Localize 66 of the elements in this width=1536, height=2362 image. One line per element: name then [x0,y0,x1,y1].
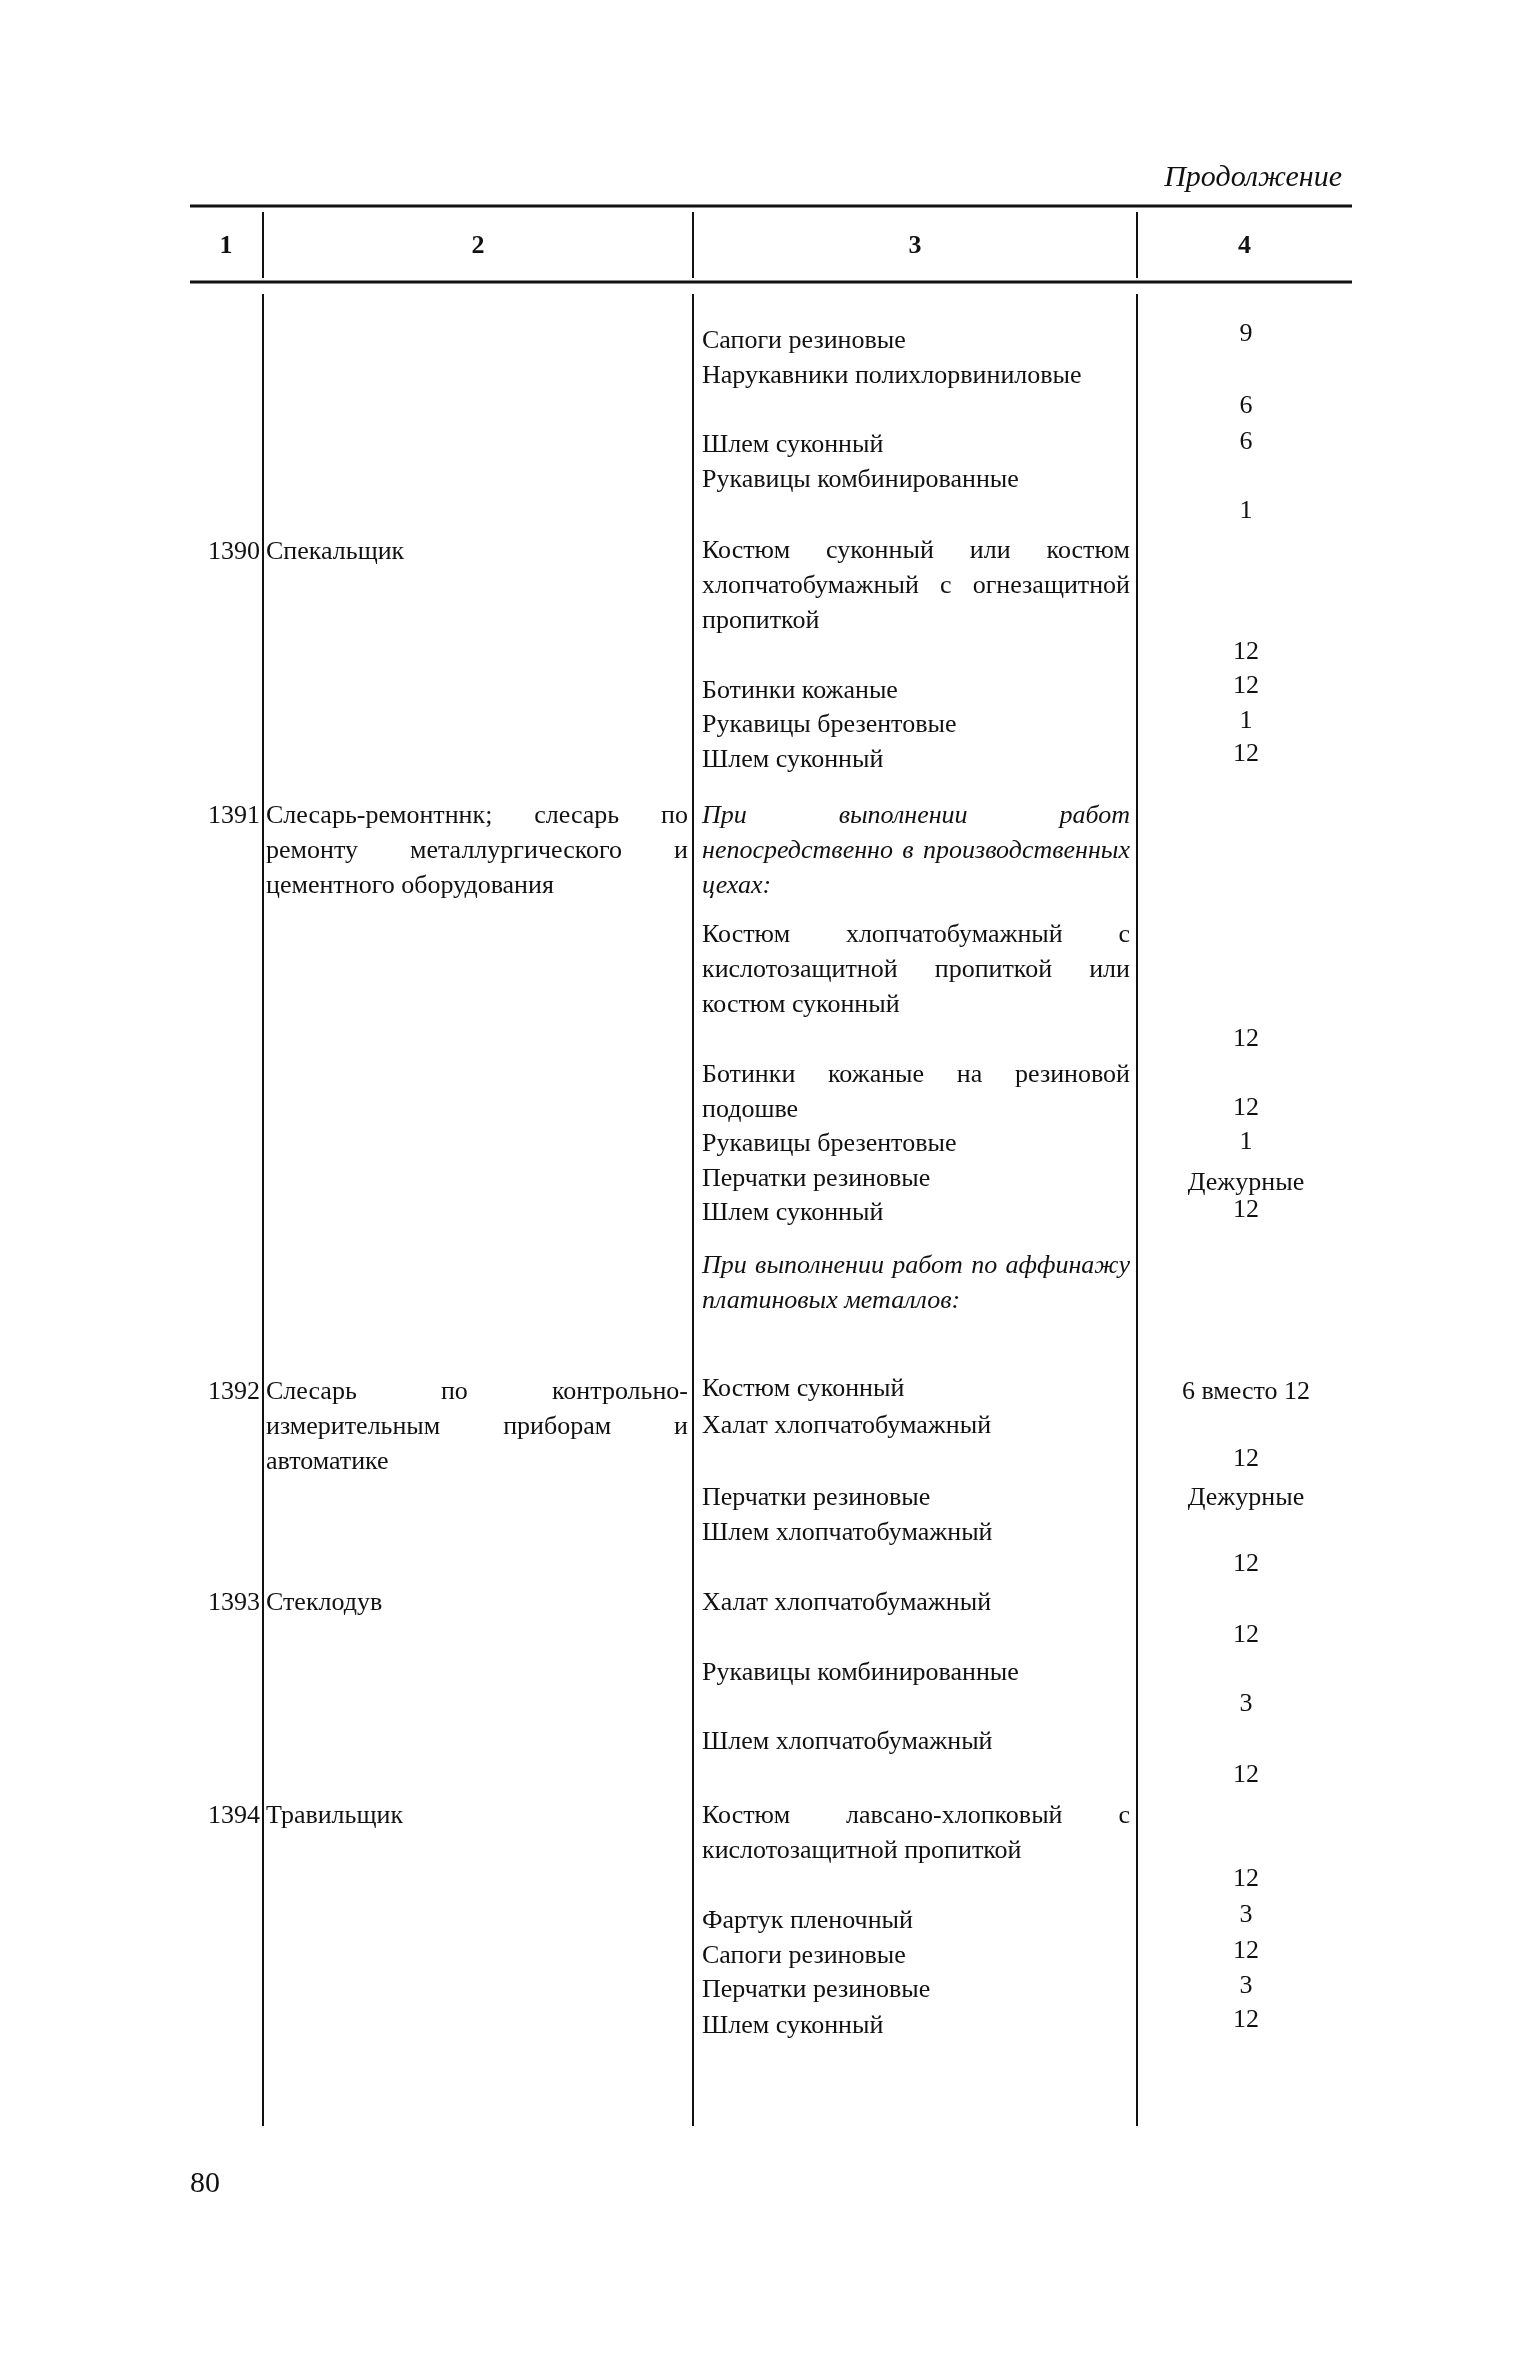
item-name: Шлем суконный [702,743,885,775]
row-number: 1393 [207,1586,260,1618]
item-name: Рукавицы брезентовые [702,1127,958,1159]
page-number: 80 [190,2164,220,2199]
wear-period: 3 [1238,1898,1254,1930]
job-title: Слесарь по контрольно-измерительным приборам и автоматике [266,1375,688,1477]
wear-period: 6 [1238,425,1254,457]
item-name: Перчатки резиновые [702,1162,932,1194]
wear-period: 12 [1232,1618,1260,1650]
column-header: 1 [218,229,234,261]
item-name: Рукавицы комбинированные [702,1656,1020,1688]
item-name: Перчатки резиновые [702,1481,932,1513]
item-name: Сапоги резиновые [702,1939,907,1971]
wear-period: 9 [1238,317,1254,349]
row-number: 1391 [207,799,260,831]
item-name: Костюм хлопчатобумажный с кислотозащитной пропиткой или костюм суконный [702,918,1130,1020]
wear-period: 12 [1232,669,1260,701]
wear-period: 12 [1232,1442,1260,1474]
wear-period: 3 [1238,1687,1254,1719]
item-name: Шлем суконный [702,1196,885,1228]
item-name: Шлем хлопчатобумажный [702,1516,994,1548]
job-title: Стеклодув [266,1586,384,1618]
wear-period: 1 [1238,494,1254,526]
item-name: Нарукавники полихлорвиниловые [702,359,1083,391]
wear-period: 12 [1232,1091,1260,1123]
item-name: Халат хлопчатобумажный [702,1409,993,1441]
wear-period: 12 [1232,635,1260,667]
item-name: Шлем суконный [702,2009,885,2041]
item-name: Халат хлопчатобумажный [702,1586,993,1618]
column-header: 3 [907,229,923,261]
row-number: 1390 [207,535,260,567]
item-name: Костюм суконный [702,1372,906,1404]
item-name: Шлем хлопчатобумажный [702,1725,994,1757]
job-title: Слесарь-ремонтннк; слесарь по ремонту металлургического и цементного оборудования [266,799,688,901]
wear-period: 12 [1232,2003,1260,2035]
item-name: Костюм суконный или костюм хлопчатобумажный с огнезащитной пропиткой [702,534,1130,636]
wear-period: 6 вместо 12 [1180,1375,1311,1407]
job-title: Травильщик [266,1799,405,1831]
wear-period: 12 [1232,1022,1260,1054]
wear-period: 1 [1238,1125,1254,1157]
item-name: Рукавицы брезентовые [702,708,958,740]
item-name: Рукавицы комбинированные [702,463,1020,495]
column-header: 2 [470,229,486,261]
wear-period: 1 [1238,704,1254,736]
item-name: Ботинки кожаные на резиновой подошве [702,1058,1130,1125]
wear-period: 12 [1232,1547,1260,1579]
wear-period: 12 [1232,737,1260,769]
job-title: Спекальщик [266,535,406,567]
item-name: Фартук пленочный [702,1904,914,1936]
item-name: Шлем суконный [702,428,885,460]
wear-period: 3 [1238,1969,1254,2001]
wear-period: 12 [1232,1934,1260,1966]
section-note: При выполнении работ непосредственно в производственных цехах: [702,799,1130,901]
row-number: 1392 [207,1375,260,1407]
wear-period: 12 [1232,1758,1260,1790]
item-name: Перчатки резиновые [702,1973,932,2005]
column-header: 4 [1237,229,1252,261]
wear-period: 12 [1232,1862,1260,1894]
item-name: Сапоги резиновые [702,324,907,356]
wear-period: Дежурные [1186,1481,1306,1513]
row-number: 1394 [207,1799,260,1831]
wear-period: 6 [1238,389,1254,421]
section-note: При выполнении работ по аффинажу платиновых металлов: [702,1249,1130,1316]
item-name: Костюм лавсано-хлопковый с кислотозащитной пропиткой [702,1799,1130,1866]
continuation-note: Продолжение [1163,158,1342,193]
item-name: Ботинки кожаные [702,674,899,706]
